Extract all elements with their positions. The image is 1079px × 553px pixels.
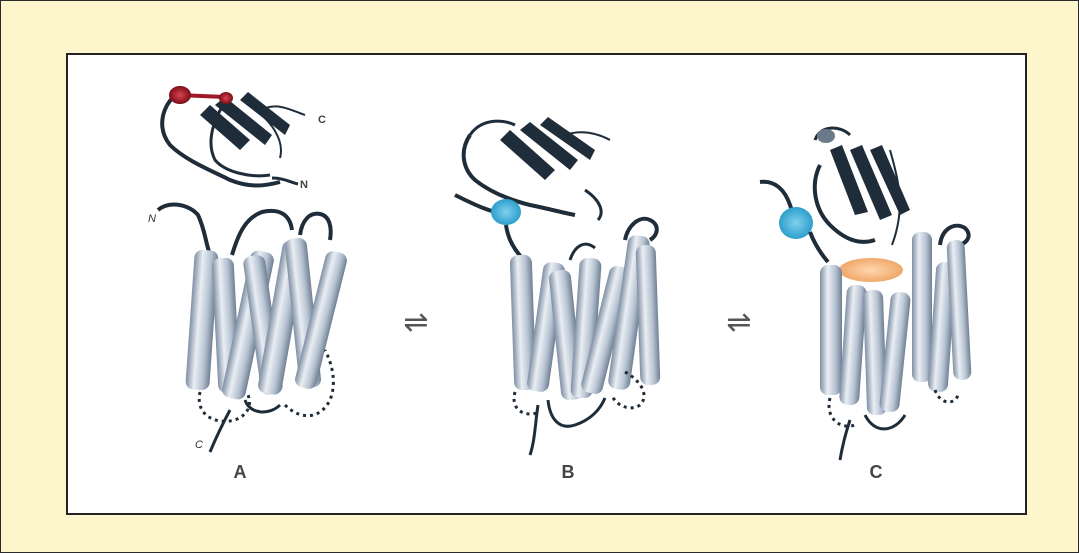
contact-site-orange-c <box>839 258 903 282</box>
state-a-group: C N N C A <box>148 86 349 482</box>
equilibrium-arrow-1: ⇌ <box>403 305 428 340</box>
state-c-group: C <box>760 128 972 482</box>
receptor-b <box>506 219 660 455</box>
disulfide-blob-1 <box>169 86 191 104</box>
helix-b-7 <box>636 245 661 386</box>
receptor-a: N C <box>148 205 349 452</box>
ligand-a: C N <box>162 86 326 191</box>
ligand-c-terminus-label: C <box>318 114 326 126</box>
helix-c-5 <box>912 232 932 382</box>
state-b-group: B <box>455 117 660 482</box>
panel-label-c: C <box>870 462 883 482</box>
equilibrium-arrow-2: ⇌ <box>726 305 751 340</box>
contact-site-blue-b <box>491 199 521 225</box>
helix-c-1 <box>820 265 842 395</box>
ligand-b <box>455 117 610 225</box>
disulfide-blob-2 <box>219 92 233 104</box>
panel-label-b: B <box>562 462 575 482</box>
receptor-c-terminus-label: C <box>195 439 203 451</box>
contact-site-blue-c <box>779 207 813 239</box>
ligand-n-terminus-label: N <box>300 179 308 191</box>
helix-c-7 <box>946 240 971 381</box>
panel-label-a: A <box>234 462 247 482</box>
ligand-c <box>760 128 910 282</box>
receptor-n-terminus-label: N <box>148 213 156 225</box>
helix-c-2 <box>839 284 867 405</box>
